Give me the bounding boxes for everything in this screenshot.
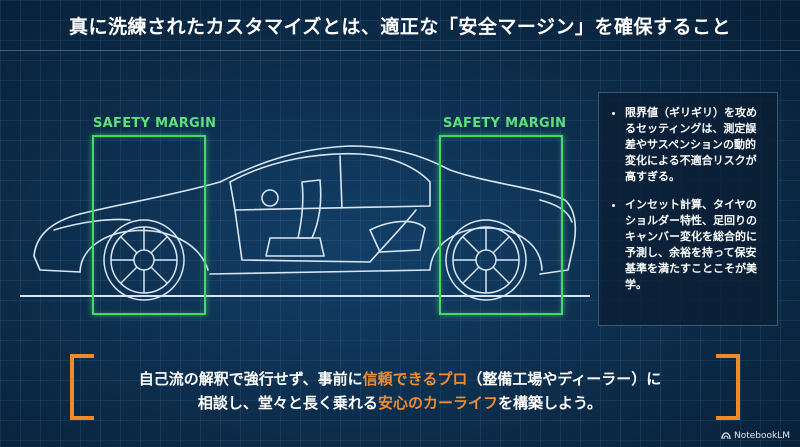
conclusion-line-2: 相談し、堂々と長く乗れる安心のカーライフを構築しよう。	[197, 394, 603, 412]
highlight-trusted-pro: 信頼できるプロ	[362, 370, 468, 388]
info-bullet: 限界値（ギリギリ）を攻めるセッティングは、測定誤差やサスペンションの動的変化によ…	[625, 105, 765, 185]
title-divider	[0, 50, 800, 51]
notebooklm-icon	[721, 432, 731, 440]
brand-watermark: NotebookLM	[721, 431, 790, 441]
info-bullet: インセット計算、タイヤのショルダー特性、足回りのキャンバー変化を総合的に予測し、…	[625, 197, 765, 293]
left-bracket-decoration	[70, 354, 94, 420]
conclusion-line-1: 自己流の解釈で強行せず、事前に信頼できるプロ（整備工場やディーラー）に	[138, 370, 662, 388]
rear-safety-margin-label: SAFETY MARGIN	[443, 116, 567, 131]
conclusion-message: 自己流の解釈で強行せず、事前に信頼できるプロ（整備工場やディーラー）に 相談し、…	[88, 357, 712, 425]
brand-name: NotebookLM	[733, 431, 790, 441]
right-bracket-decoration	[716, 354, 740, 420]
car-blueprint-illustration	[20, 145, 590, 301]
info-panel: 限界値（ギリギリ）を攻めるセッティングは、測定誤差やサスペンションの動的変化によ…	[598, 92, 778, 326]
page-title: 真に洗練されたカスタマイズとは、適正な「安全マージン」を確保すること	[68, 15, 732, 38]
highlight-safe-carlife: 安心のカーライフ	[377, 394, 498, 412]
front-safety-margin-label: SAFETY MARGIN	[93, 116, 217, 131]
front-safety-margin-box	[92, 135, 206, 315]
rear-safety-margin-box	[439, 135, 563, 315]
